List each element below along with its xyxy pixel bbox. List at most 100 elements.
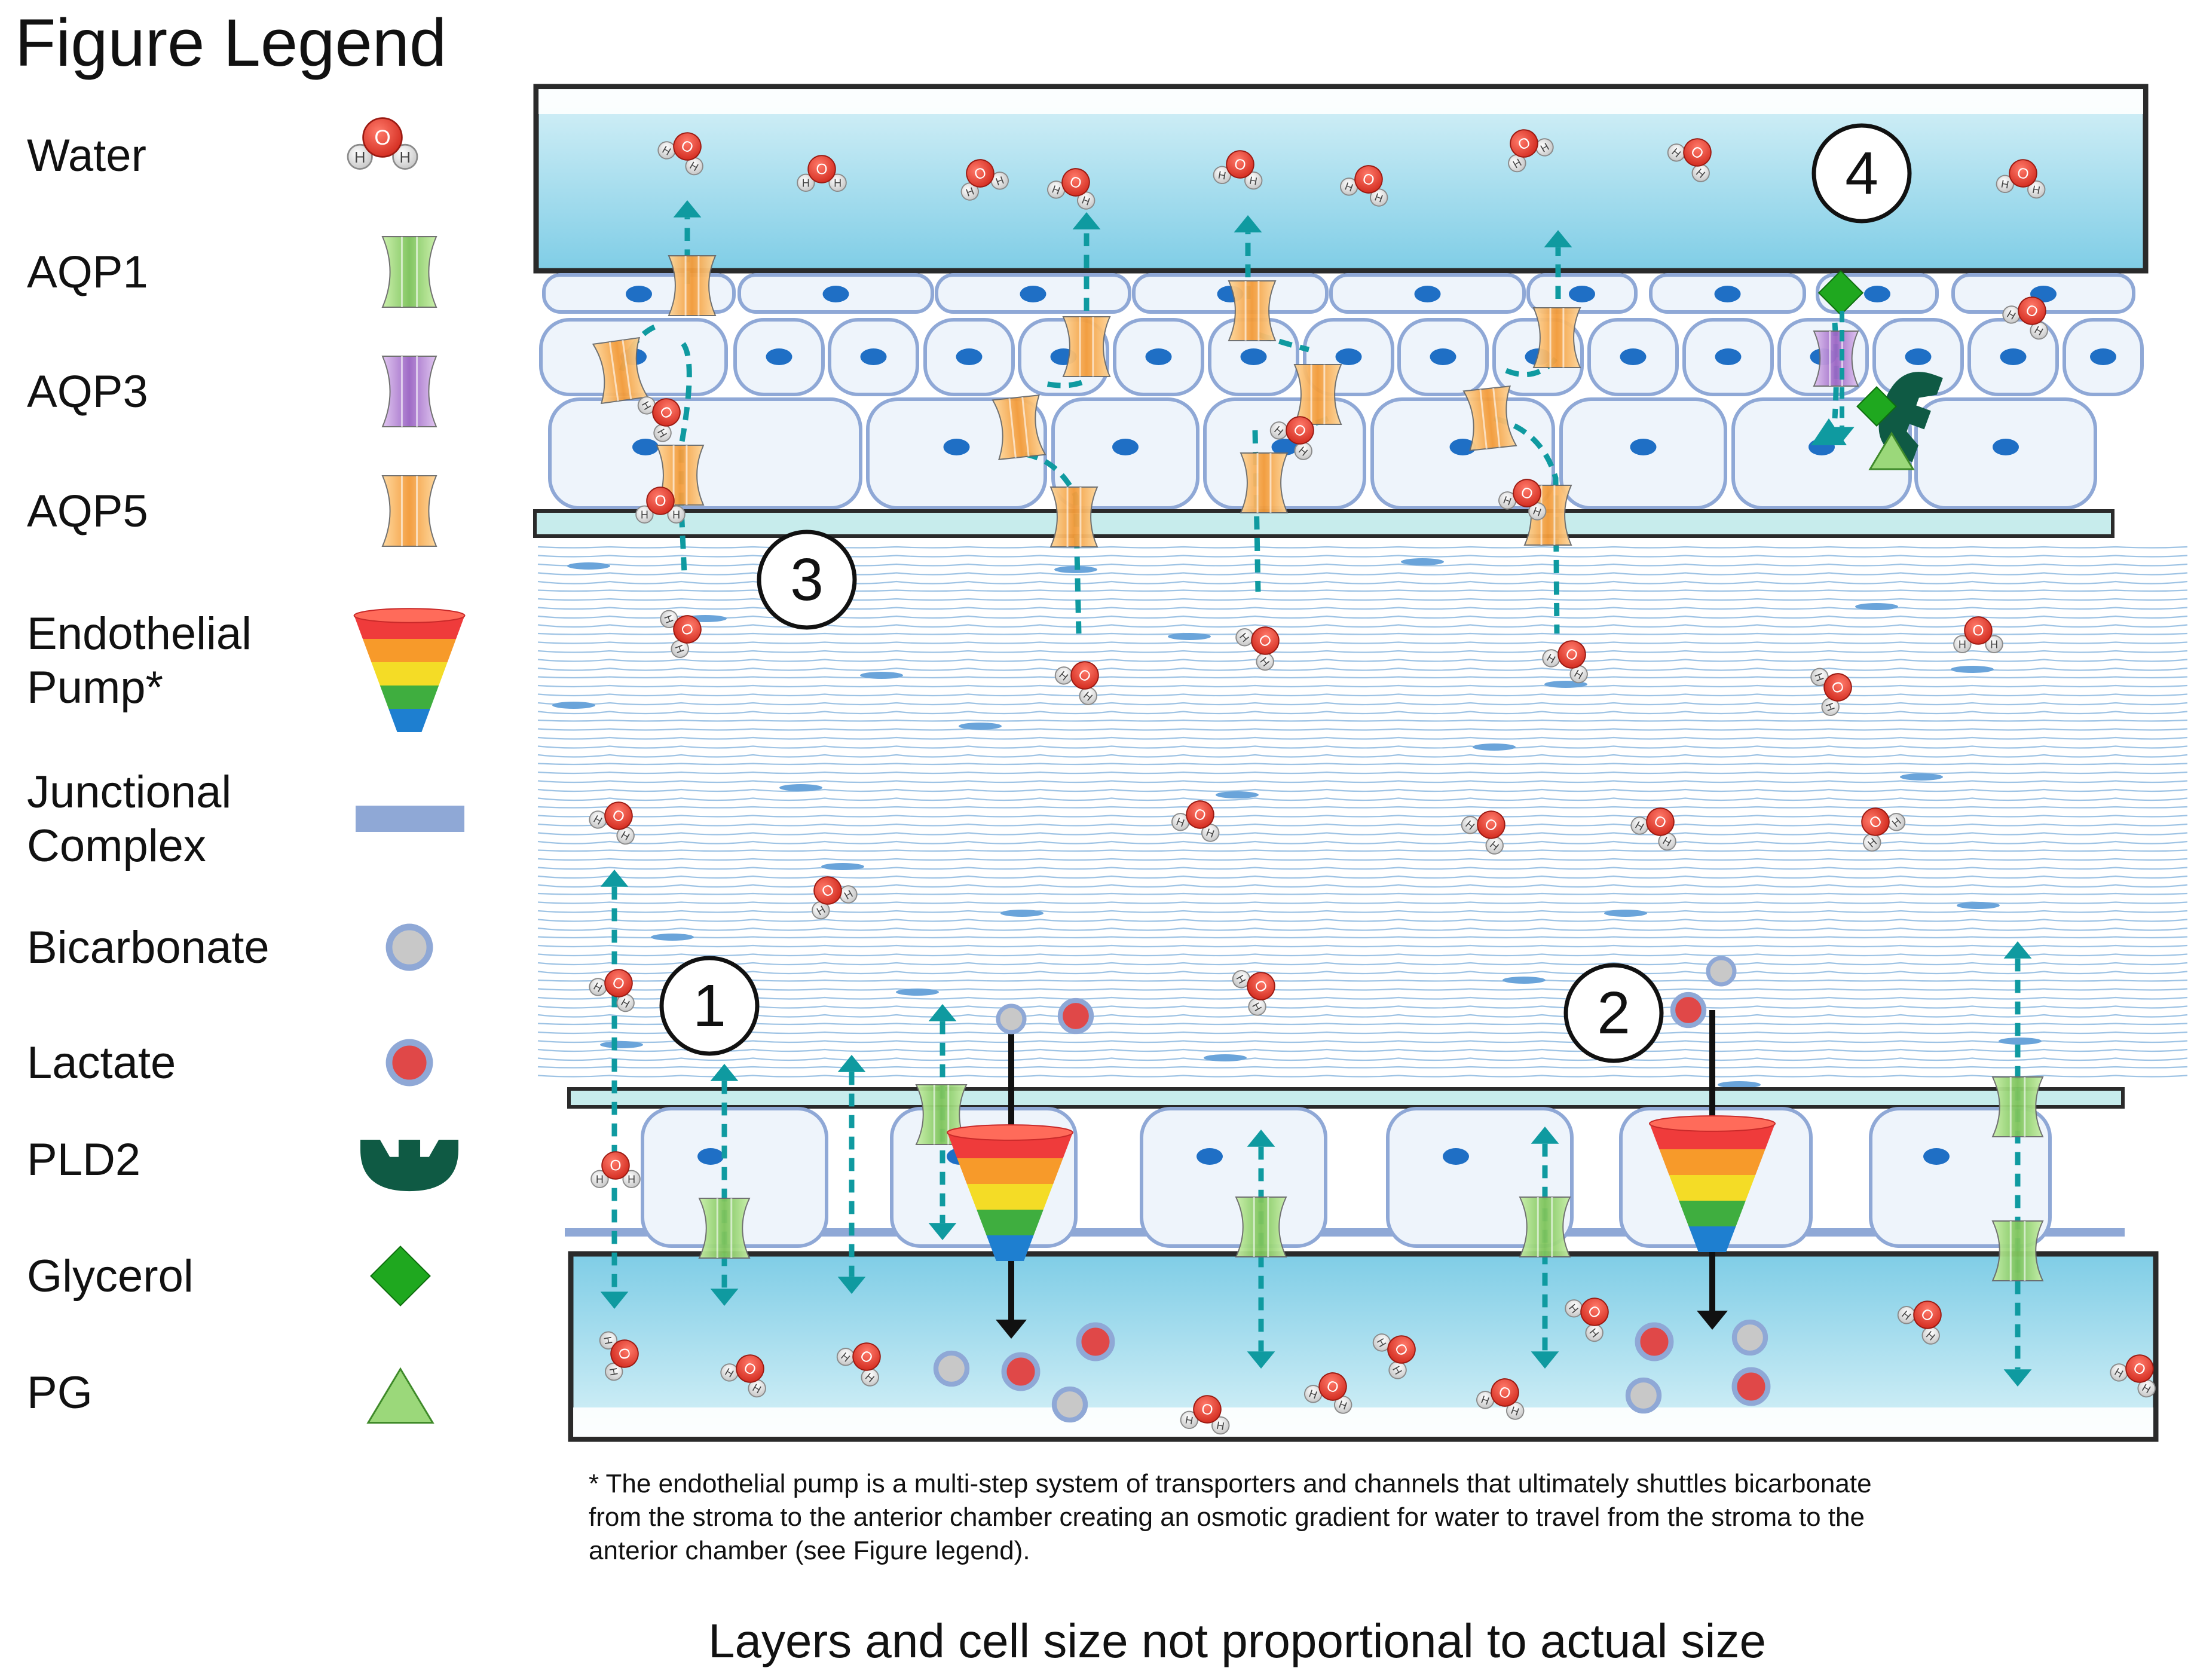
collagen-fiber [537, 1075, 2188, 1078]
wing-cell [2063, 318, 2144, 396]
hydrogen-atom [1248, 997, 1266, 1016]
collagen-fiber [537, 1005, 2188, 1009]
hydrogen-label: H [662, 613, 675, 625]
water-molecule: HHO [1269, 416, 1314, 460]
aqp3-icon [381, 356, 437, 427]
water-molecule: HHO [637, 396, 681, 442]
cell-membrane [1869, 1107, 2052, 1248]
pump-band [966, 1184, 1054, 1210]
collagen-fiber [537, 624, 2188, 628]
hydrogen-atom [1256, 652, 1274, 671]
bicarbonate [1625, 1377, 1662, 1414]
basal-cell [548, 397, 862, 510]
water-molecule: HHO [657, 132, 703, 176]
oxygen-atom [1387, 1335, 1416, 1364]
legend-item-aqp3-channel: AQP3 [27, 356, 437, 427]
keratocyte [552, 702, 595, 709]
collagen-fiber [537, 702, 2188, 706]
water-molecule: HHO [1508, 129, 1554, 173]
nucleus [1923, 1148, 1950, 1165]
wing-cell [923, 318, 1015, 396]
hydrogen-label: H [1959, 638, 1966, 650]
hydrogen-atom [616, 826, 635, 845]
collagen-fiber [537, 632, 2188, 635]
hydrogen-atom [1340, 178, 1358, 196]
hydrogen-atom [1235, 628, 1254, 647]
arrow-head [996, 1320, 1027, 1339]
aqp1-icon [381, 236, 437, 308]
hydrogen-atom [671, 639, 689, 658]
oxygen-atom [1580, 1298, 1609, 1326]
oxygen-atom [646, 486, 675, 515]
legend-item-glycerol: Glycerol [27, 1246, 431, 1306]
water-molecule: HHO [1054, 661, 1099, 705]
water-molecule: HHO [1171, 800, 1220, 842]
collagen-fiber [537, 910, 2188, 913]
oxygen-atom [1683, 138, 1712, 167]
collagen-fiber [537, 641, 2188, 644]
collagen-fiber [537, 650, 2188, 653]
oxygen-label: O [374, 126, 390, 149]
oxygen-atom [1186, 800, 1214, 829]
collagen-fiber [537, 728, 2188, 731]
aqp1-channel [1991, 1076, 2044, 1137]
water-molecule: HHO [1372, 1333, 1416, 1379]
hydrogen-label: H [1216, 1419, 1225, 1433]
legend-icon-aqp5-channel [381, 475, 437, 547]
collagen-fiber [537, 815, 2188, 818]
nucleus [632, 439, 659, 455]
hydrogen-atom [1585, 1323, 1604, 1342]
collagen-fiber [537, 927, 2188, 931]
hydrogen-atom [1542, 649, 1560, 668]
marker-2: 2 [1563, 963, 1664, 1063]
nucleus [943, 439, 970, 455]
pump-rim [947, 1124, 1073, 1141]
collagen-fiber [537, 1057, 2188, 1061]
nucleus [1430, 348, 1456, 365]
hydrogen-atom [1953, 635, 1972, 654]
collagen-fiber [537, 1014, 2188, 1018]
basal-cell [1559, 397, 1727, 510]
hydrogen-atom [797, 173, 815, 192]
keratocyte [1604, 910, 1647, 917]
hydrogen-label: H [1248, 175, 1258, 188]
endothelial-pump [1649, 1115, 1776, 1252]
hydrogen-label: H [1990, 638, 1998, 650]
pump-band [1659, 1149, 1765, 1175]
hydrogen-atom [622, 1170, 641, 1189]
hydrogen-atom [1691, 164, 1710, 182]
squamous-cell [1649, 273, 1806, 314]
hydrogen-atom [590, 1170, 609, 1189]
hydrogen-label: H [1501, 494, 1513, 507]
keratocyte [1000, 910, 1044, 917]
nucleus [1240, 348, 1267, 365]
collagen-fiber [537, 711, 2188, 715]
nucleus [1145, 348, 1172, 365]
aqp3-channel [1813, 331, 1859, 387]
arrow-head [1234, 215, 1262, 232]
hydrogen-atom [1508, 154, 1526, 173]
water-molecule: HHO [589, 801, 635, 845]
collagen-fiber [537, 745, 2188, 749]
nucleus [2090, 348, 2116, 365]
endothelial-cell [1140, 1107, 1327, 1248]
hydrogen-atom [667, 505, 686, 524]
legend-item-aqp5-channel: AQP5 [27, 475, 437, 547]
arrow-head [928, 1004, 957, 1021]
hydrogen-atom [1658, 832, 1676, 851]
hydrogen-atom [1985, 635, 2003, 654]
pg [1868, 432, 1915, 470]
collagen-fiber [537, 901, 2188, 904]
hydrogen-label: H [1343, 180, 1354, 194]
hydrogen-atom [1369, 188, 1388, 207]
hydrogen-atom [1304, 1385, 1323, 1403]
nucleus [956, 348, 983, 365]
legend-icon-lactate [385, 1039, 433, 1087]
wing-cell [733, 318, 825, 396]
